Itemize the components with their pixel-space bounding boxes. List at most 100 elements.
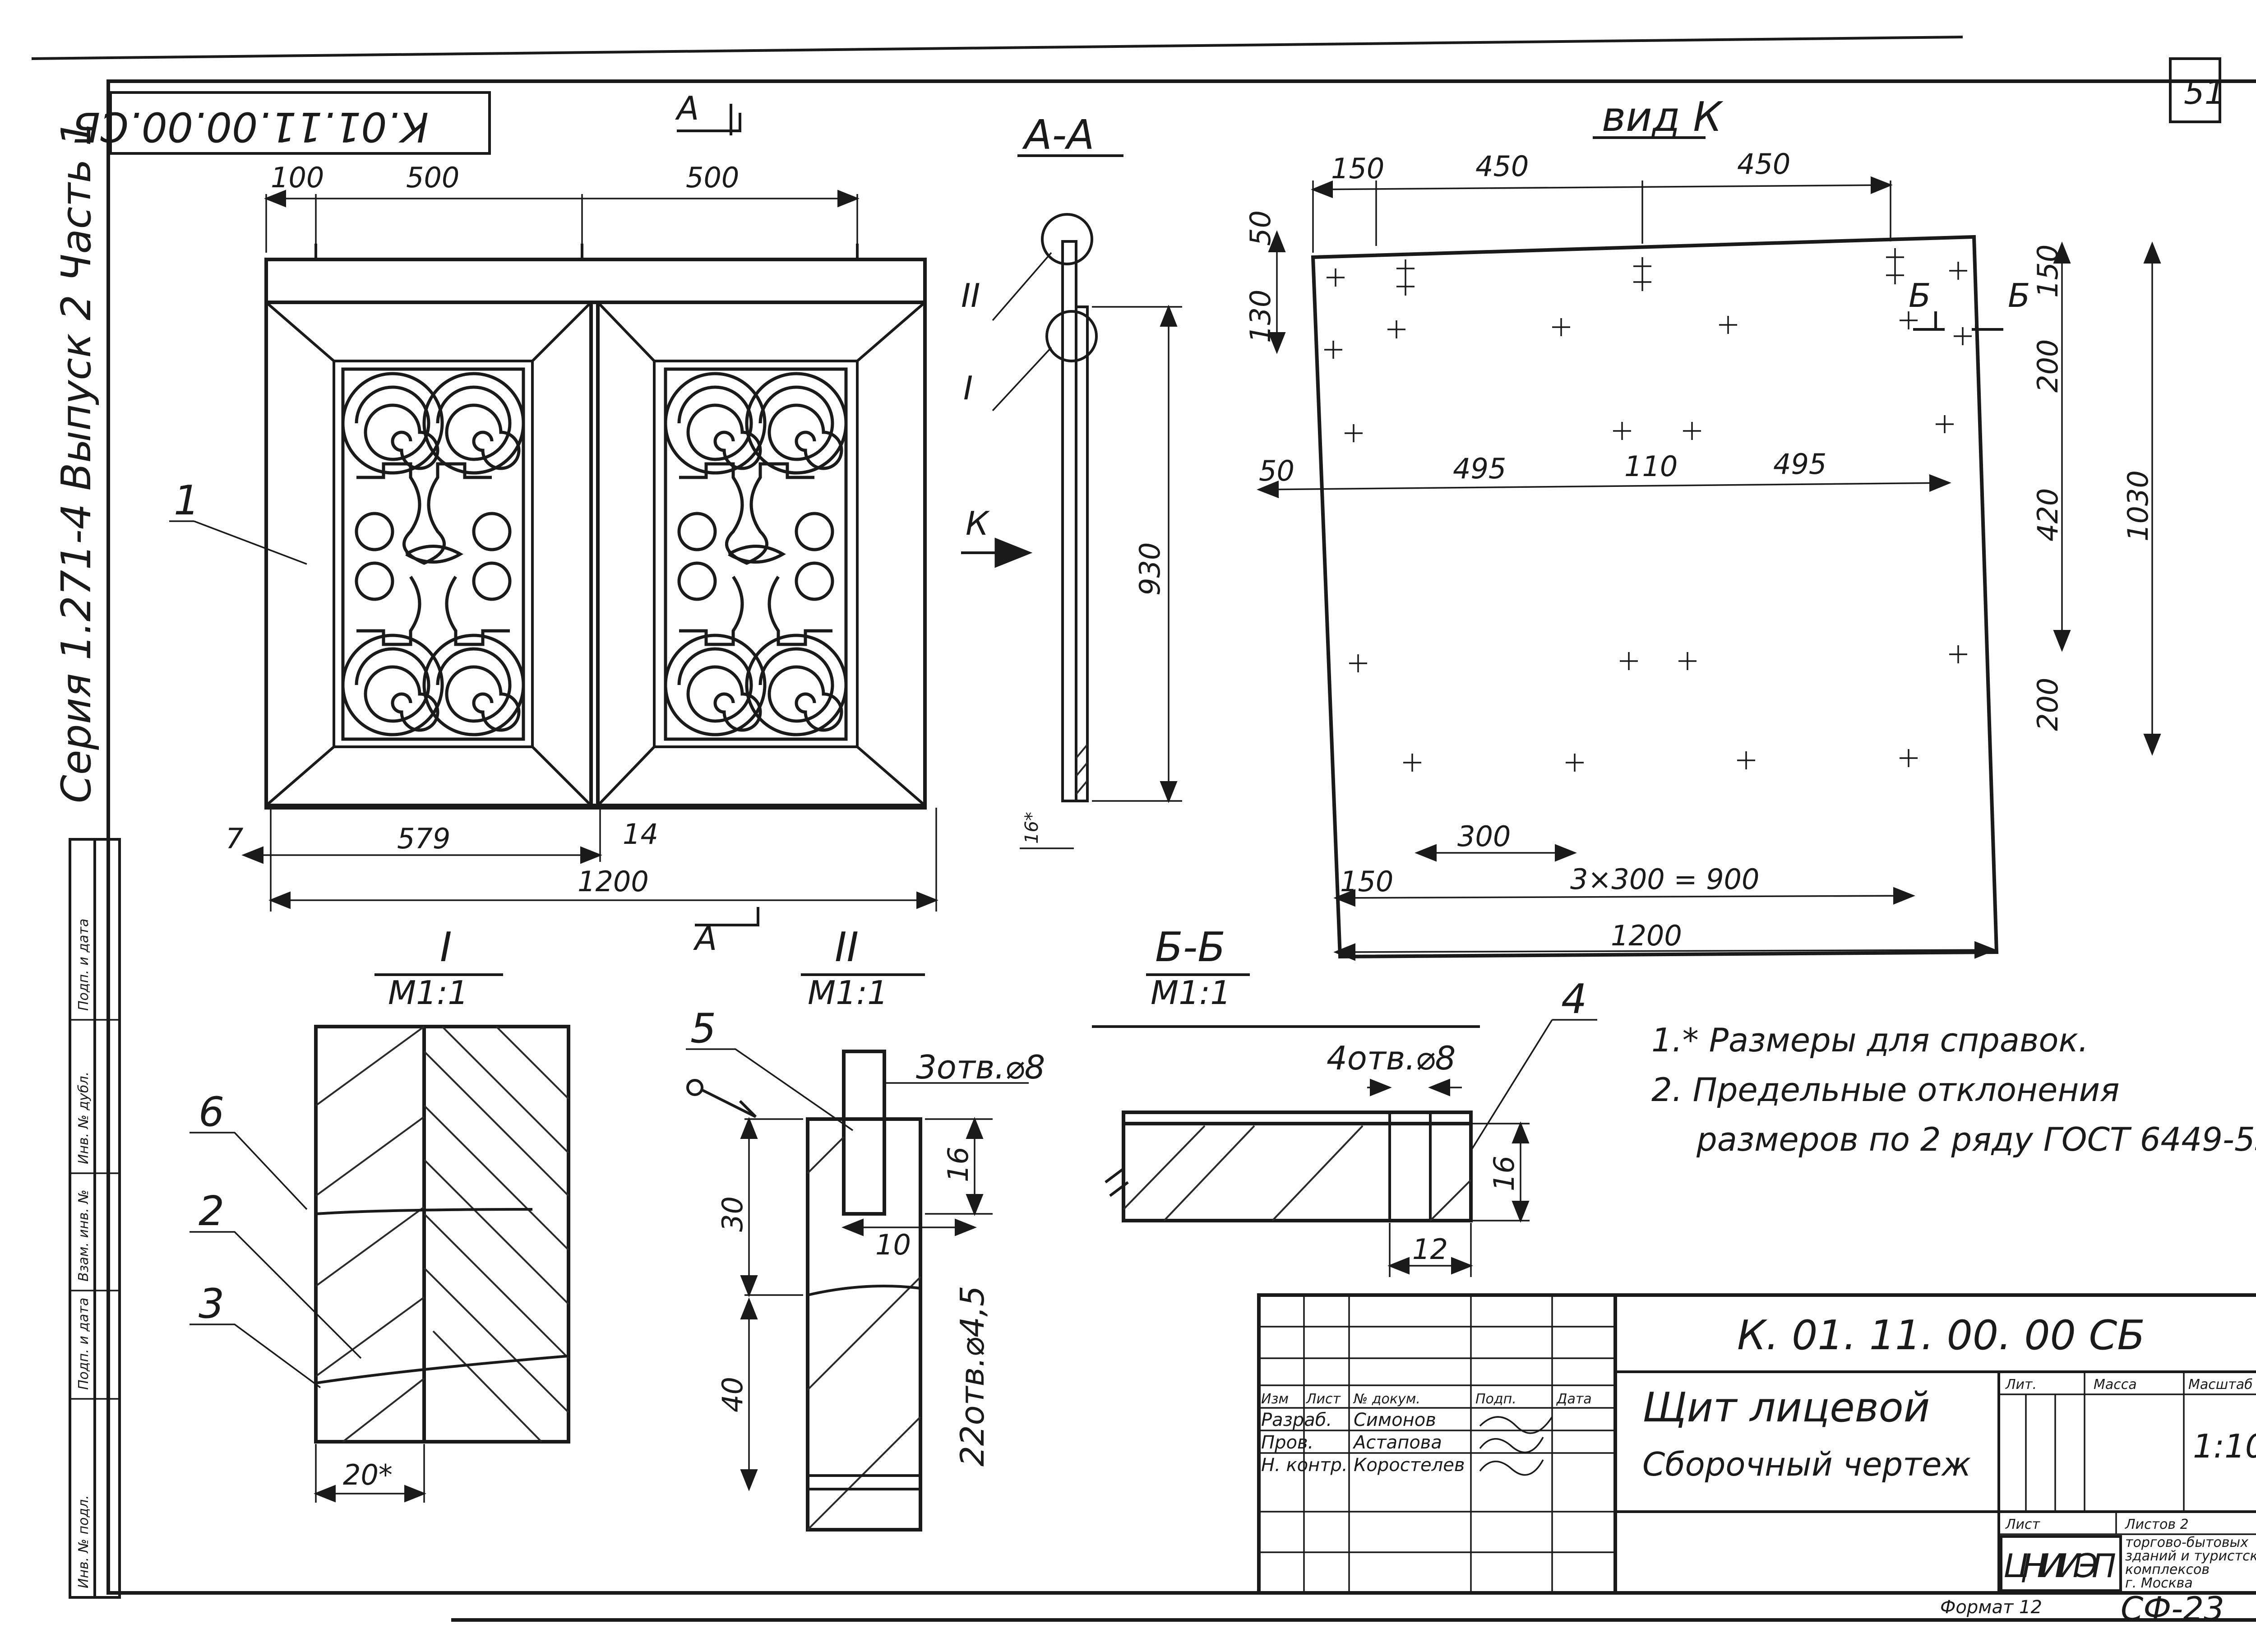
sheet-frame	[31, 36, 2256, 1622]
detail-1-dim: 20*	[343, 1458, 393, 1491]
tb-col-doc: № докум.	[1353, 1391, 1420, 1407]
tb-col-sign: Подп.	[1475, 1391, 1516, 1407]
stamp-label-3: Взам. инв. №	[76, 1189, 92, 1282]
tb-title-1: Щит лицевой	[1642, 1384, 1930, 1431]
tb-col-izm: Изм	[1261, 1391, 1289, 1407]
tb-org-logo: ЦНИИЭП	[2003, 1547, 2116, 1585]
front-dim-top-2: 500	[406, 161, 459, 194]
front-dim-bottom-4: 1200	[578, 865, 649, 898]
section-aa-bottom-dim: 16*	[1022, 812, 1042, 844]
view-k-dim-right-4: 200	[2031, 678, 2064, 731]
front-dim-bottom-3: 14	[623, 818, 658, 851]
section-aa-title: А-А	[1022, 111, 1095, 159]
tb-role-2: Пров.	[1261, 1432, 1313, 1453]
tb-mass-label: Масса	[2094, 1377, 2137, 1393]
tb-name-3: Коростелев	[1354, 1455, 1465, 1476]
view-k-outline	[1311, 235, 1999, 959]
view-k-arrow-label: К	[966, 504, 990, 542]
section-aa-height: 930	[1133, 542, 1166, 596]
detail-2-holes-side: 22отв.⌀4,5	[953, 1286, 991, 1467]
format-label: Формат 12	[1940, 1597, 2042, 1618]
tb-org-text-3: комплексов	[2125, 1562, 2210, 1578]
front-dim-top-1: 100	[271, 161, 324, 194]
section-bb-dim-12: 12	[1412, 1233, 1448, 1266]
note-1: 1.* Размеры для справок.	[1651, 1021, 2089, 1059]
view-k-dim-mid-3: 110	[1624, 450, 1678, 483]
note-3: размеров по 2 ряду ГОСТ 6449-53.	[1696, 1120, 2256, 1158]
view-k-hole-marks	[1324, 248, 1972, 772]
tb-sheets-label: Листов 2	[2125, 1517, 2189, 1532]
section-bb-holes: 4отв.⌀8	[1327, 1039, 1456, 1077]
front-dim-bottom-2: 579	[397, 822, 450, 855]
view-k: вид К 150 450 450 50 130 50 495 110 495 …	[1244, 93, 2161, 961]
tb-role-1: Разраб.	[1261, 1410, 1332, 1430]
view-k-dim-top-3: 450	[1737, 148, 1790, 180]
detail-2-title: II	[835, 924, 859, 971]
tb-role-3: Н. контр.	[1261, 1455, 1348, 1476]
section-bb-scale: М1:1	[1151, 974, 1231, 1012]
ornament-left	[343, 369, 523, 739]
front-callout-1: 1	[174, 477, 199, 524]
detail-2-callout-5: 5	[690, 1005, 716, 1052]
view-k-dim-right-3: 420	[2031, 488, 2064, 541]
tb-org-logo-box	[2000, 1535, 2122, 1592]
detail-2-holes-top: 3отв.⌀8	[916, 1048, 1045, 1086]
view-k-section-marker-right: Б	[2008, 277, 2030, 315]
detail-2-dim-10: 10	[875, 1228, 911, 1261]
section-aa: А-А 930 16* II I К	[961, 111, 1182, 849]
ornament-right	[666, 369, 846, 739]
stamp-label-5: Подп. и дата	[76, 919, 92, 1011]
detail-1-callout-2: 2	[199, 1188, 224, 1235]
tb-name-1: Симонов	[1354, 1410, 1436, 1430]
tb-scale-label: Масштаб	[2188, 1377, 2253, 1393]
archive-code: СФ-23	[2121, 1590, 2224, 1628]
detail-2-scale: М1:1	[808, 974, 888, 1012]
section-bb-title: Б-Б	[1155, 924, 1225, 971]
section-bb-dim-16: 16	[1488, 1156, 1521, 1191]
title-block: Изм Лист № докум. Подп. Дата Разраб. Сим…	[1257, 1293, 2256, 1595]
left-stamp: Инв. № подл. Подп. и дата Взам. инв. № И…	[69, 838, 121, 1599]
view-k-title: вид К	[1602, 93, 1724, 141]
view-k-dim-right-1: 150	[2031, 245, 2064, 298]
tb-name-2: Астапова	[1352, 1432, 1442, 1453]
doc-code-upside-down: К.01.11.00.00.СБ	[72, 103, 429, 150]
detail-1-title: I	[440, 924, 452, 971]
section-bb: Б-Б М1:1 4отв.⌀8 16 12 4	[1092, 924, 1597, 1277]
detail-2-dim-16: 16	[942, 1147, 975, 1182]
tb-title-2: Сборочный чертеж	[1642, 1445, 1971, 1483]
view-k-dim-mid-2: 495	[1453, 452, 1506, 485]
stamp-label-2: Подп. и дата	[76, 1298, 92, 1390]
view-k-dim-bottom-3: 3×300 = 900	[1570, 863, 1759, 896]
front-section-marker-top: А	[675, 89, 699, 127]
detail-2-dim-30: 30	[716, 1196, 749, 1232]
detail-2-dim-40: 40	[716, 1377, 749, 1412]
section-bb-callout-4: 4	[1561, 976, 1587, 1023]
tb-org-text-4: г. Москва	[2125, 1575, 2193, 1591]
series-label: Серия 1.271-4 Выпуск 2 Часть 1	[53, 120, 100, 803]
tb-sheet-label: Лист	[2005, 1517, 2041, 1532]
tb-col-list: Лист	[1306, 1391, 1341, 1407]
view-k-dim-mid-1: 50	[1259, 454, 1294, 487]
detail-ref-1: I	[963, 369, 973, 407]
stamp-label-1: Инв. № подл.	[76, 1495, 92, 1588]
tb-org-text-1: торгово-бытовых	[2125, 1535, 2248, 1550]
view-k-dim-mid-4: 495	[1773, 448, 1826, 481]
stamp-label-4: Инв. № дубл.	[76, 1072, 92, 1164]
view-k-section-marker-left: Б	[1909, 277, 1931, 315]
tb-scale-value: 1:10	[2193, 1427, 2256, 1465]
tb-col-date: Дата	[1556, 1391, 1592, 1407]
view-k-dim-bottom-1: 300	[1457, 820, 1511, 853]
tb-org-text-2: зданий и туристских	[2125, 1548, 2256, 1564]
tb-doc-code: К. 01. 11. 00. 00 СБ	[1737, 1312, 2145, 1359]
detail-1: I М1:1 20* 6 2 3	[190, 924, 570, 1503]
front-dim-bottom-1: 7	[226, 822, 243, 855]
front-view: 100 500 500 7 579 14 1200 1 А А	[169, 89, 938, 958]
detail-1-callout-6: 6	[199, 1088, 224, 1136]
notes: 1.* Размеры для справок. 2. Предельные о…	[1651, 1021, 2256, 1158]
view-k-dim-left-1: 50	[1244, 210, 1277, 246]
tb-signatures	[1479, 1416, 1553, 1476]
note-2: 2. Предельные отклонения	[1651, 1071, 2119, 1109]
view-k-dim-top-1: 150	[1331, 152, 1384, 185]
detail-2: II М1:1 16 30 40 10 3отв.⌀8 22отв.⌀4,5 5	[686, 924, 1045, 1532]
view-k-dim-right-2: 200	[2031, 339, 2064, 393]
